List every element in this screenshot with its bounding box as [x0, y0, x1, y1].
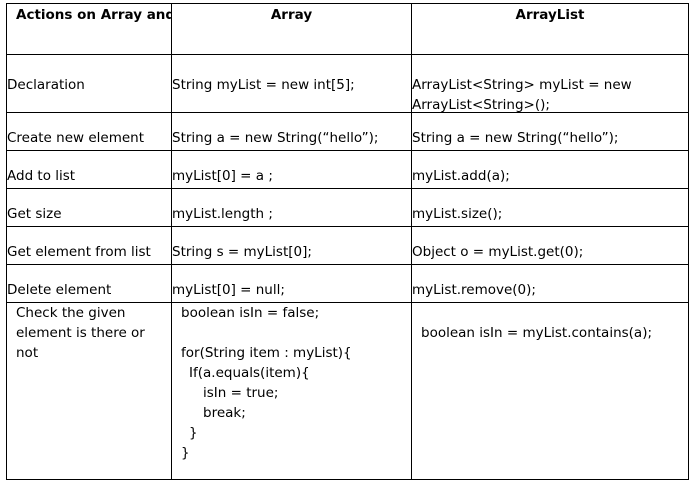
arraylist-code-line: myList.remove(0); [412, 282, 536, 298]
array-code-line: String a = new String(“hello”); [172, 130, 379, 146]
array-code-line: boolean isIn = false; [181, 305, 320, 321]
table-row: Check the given element is there or not … [6, 302, 689, 480]
array-code-line: } [181, 445, 190, 461]
array-code-line: for(String item : myList){ [181, 345, 352, 361]
row-action-cell: Get element from list [6, 226, 172, 265]
arraylist-code-line: String a = new String(“hello”); [412, 130, 619, 146]
header-actions: Actions on Array and ArrayList [6, 3, 172, 55]
array-code-cell: String a = new String(“hello”); [171, 112, 412, 151]
table-row: Declaration String myList = new int[5]; … [6, 54, 689, 113]
array-code-cell: String s = myList[0]; [171, 226, 412, 265]
array-code-line: If(a.equals(item){ [189, 365, 310, 381]
row-action-cell: Create new element [6, 112, 172, 151]
array-code-cell: myList[0] = a ; [171, 150, 412, 189]
arraylist-code-cell: myList.add(a); [411, 150, 689, 189]
row-action-label: Check the given element is there or not [16, 305, 145, 361]
row-action-cell: Declaration [6, 54, 172, 113]
array-code-line: break; [203, 405, 246, 421]
table-header-row: Actions on Array and ArrayList Array Arr… [6, 3, 689, 55]
arraylist-code-line: myList.add(a); [412, 168, 510, 184]
table-row: Get element from list String s = myList[… [6, 226, 689, 265]
table-row: Create new element String a = new String… [6, 112, 689, 151]
arraylist-code-line: ArrayList<String> myList = new [412, 77, 632, 93]
array-code-line: myList.length ; [172, 206, 273, 222]
row-action-label: Delete element [7, 282, 112, 298]
table-row: Add to list myList[0] = a ; myList.add(a… [6, 150, 689, 189]
row-action-label: Get element from list [7, 244, 151, 260]
arraylist-code-cell: ArrayList<String> myList = new ArrayList… [411, 54, 689, 113]
row-action-cell: Check the given element is there or not [6, 302, 172, 480]
array-code-line: String myList = new int[5]; [172, 77, 355, 93]
array-code-block: boolean isIn = false; for(String item : … [181, 304, 411, 464]
row-action-label: Create new element [7, 130, 145, 146]
arraylist-code-line: Object o = myList.get(0); [412, 244, 584, 260]
row-action-label: Declaration [7, 77, 85, 93]
table-row: Get size myList.length ; myList.size(); [6, 188, 689, 227]
array-code-cell: String myList = new int[5]; [171, 54, 412, 113]
array-code-line: isIn = true; [203, 385, 279, 401]
array-code-line: myList[0] = null; [172, 282, 285, 298]
arraylist-code-cell: boolean isIn = myList.contains(a); [411, 302, 689, 480]
arraylist-code-line: boolean isIn = myList.contains(a); [421, 325, 653, 341]
row-action-cell: Get size [6, 188, 172, 227]
arraylist-code-cell: String a = new String(“hello”); [411, 112, 689, 151]
array-code-cell: boolean isIn = false; for(String item : … [171, 302, 412, 480]
row-action-cell: Delete element [6, 264, 172, 303]
array-code-line: myList[0] = a ; [172, 168, 273, 184]
array-code-line: String s = myList[0]; [172, 244, 312, 260]
array-vs-arraylist-table: Actions on Array and ArrayList Array Arr… [6, 3, 689, 480]
header-arraylist: ArrayList [411, 3, 689, 55]
arraylist-code-block: ArrayList<String> myList = new ArrayList… [412, 75, 688, 113]
table-row: Delete element myList[0] = null; myList.… [6, 264, 689, 303]
array-code-line [181, 323, 411, 343]
array-code-line: } [189, 425, 198, 441]
header-array: Array [171, 3, 412, 55]
arraylist-code-cell: myList.size(); [411, 188, 689, 227]
row-action-label: Add to list [7, 168, 76, 184]
arraylist-code-cell: Object o = myList.get(0); [411, 226, 689, 265]
arraylist-code-line: myList.size(); [412, 206, 503, 222]
row-action-cell: Add to list [6, 150, 172, 189]
array-code-cell: myList.length ; [171, 188, 412, 227]
arraylist-code-cell: myList.remove(0); [411, 264, 689, 303]
row-action-label: Get size [7, 206, 62, 222]
array-code-cell: myList[0] = null; [171, 264, 412, 303]
arraylist-code-line: ArrayList<String>(); [412, 97, 550, 113]
